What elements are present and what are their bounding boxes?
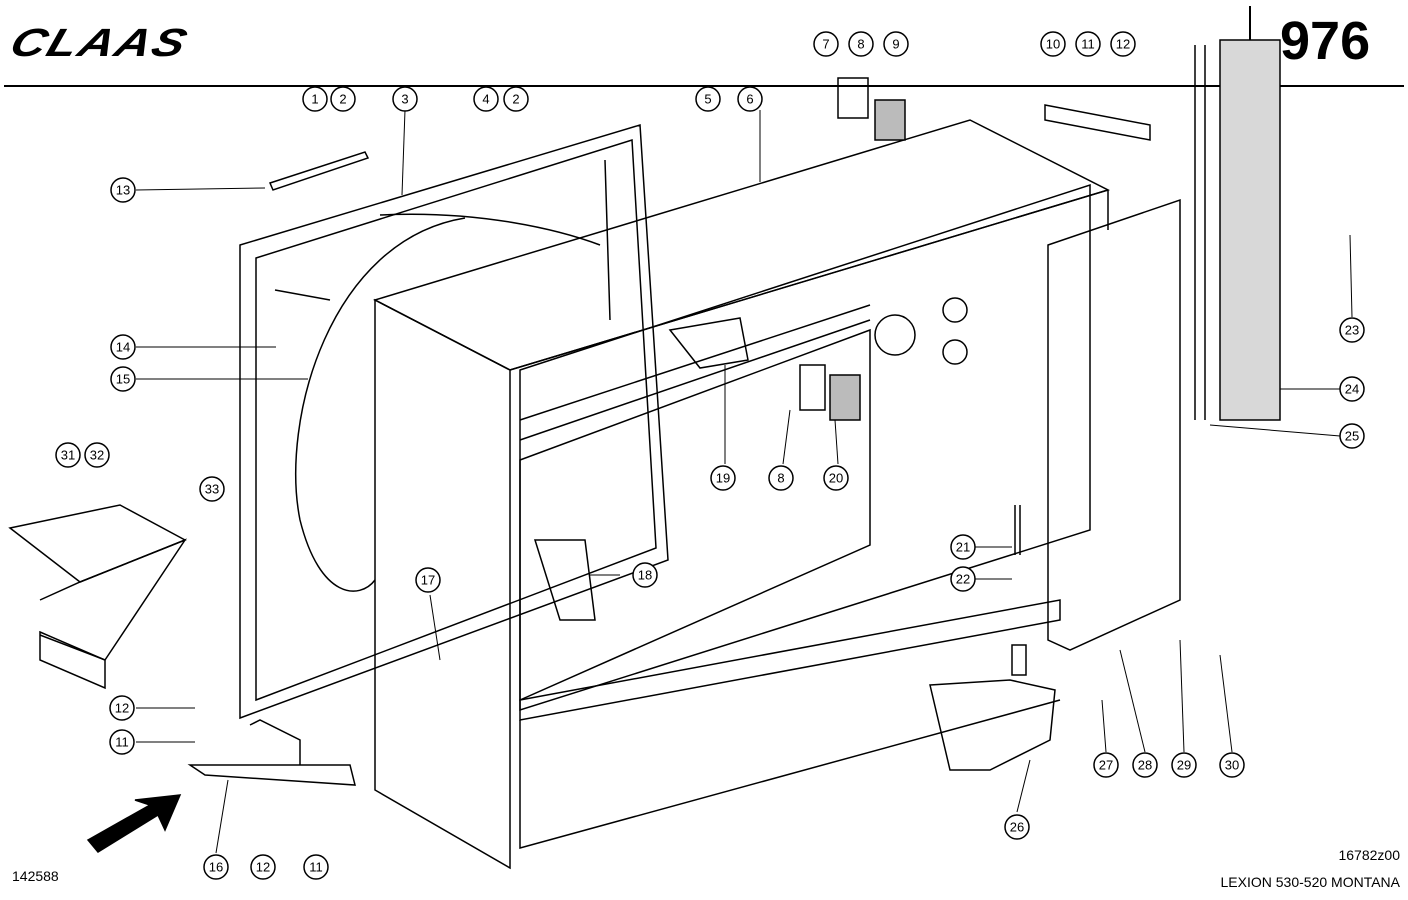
callout-14: 14	[110, 334, 136, 360]
callout-label: 25	[1345, 429, 1359, 444]
callout-10: 10	[1040, 31, 1066, 57]
callout-label: 30	[1225, 758, 1239, 773]
callout-label: 15	[116, 372, 130, 387]
callout-label: 27	[1099, 758, 1113, 773]
callout-label: 21	[956, 540, 970, 555]
callout-label: 20	[829, 471, 843, 486]
callout-label: 33	[205, 482, 219, 497]
callout-3: 3	[392, 86, 418, 112]
side-cover-panel	[1047, 198, 1181, 651]
callout-2: 2	[503, 86, 529, 112]
callout-28: 28	[1132, 752, 1158, 778]
callout-label: 18	[638, 568, 652, 583]
drawing-reference: 16782z00	[1338, 847, 1400, 863]
callout-label: 1	[311, 92, 318, 107]
callout-label: 8	[777, 471, 784, 486]
callout-label: 32	[90, 448, 104, 463]
bracket-26	[929, 644, 1056, 771]
callout-31: 31	[55, 442, 81, 468]
callout-label: 19	[716, 471, 730, 486]
callout-11: 11	[109, 729, 135, 755]
callout-12: 12	[250, 854, 276, 880]
callout-label: 7	[822, 37, 829, 52]
callout-24: 24	[1339, 376, 1365, 402]
callout-label: 23	[1345, 323, 1359, 338]
callout-label: 12	[115, 701, 129, 716]
callout-label: 4	[482, 92, 489, 107]
callout-5: 5	[695, 86, 721, 112]
callout-15: 15	[110, 366, 136, 392]
callout-11: 11	[303, 854, 329, 880]
callout-label: 22	[956, 572, 970, 587]
callout-label: 5	[704, 92, 711, 107]
hardware-parts	[268, 77, 1151, 621]
callout-label: 2	[512, 92, 519, 107]
callout-21: 21	[950, 534, 976, 560]
callout-label: 11	[1081, 37, 1095, 52]
footer-left-code: 142588	[12, 868, 59, 884]
callout-23: 23	[1339, 317, 1365, 343]
callout-label: 2	[339, 92, 346, 107]
callout-label: 13	[116, 183, 130, 198]
callout-label: 12	[256, 860, 270, 875]
model-name: LEXION 530-520 MONTANA	[1220, 874, 1400, 890]
callout-7: 7	[813, 31, 839, 57]
callout-18: 18	[632, 562, 658, 588]
callout-label: 3	[401, 92, 408, 107]
callout-4: 4	[473, 86, 499, 112]
callout-6: 6	[737, 86, 763, 112]
callout-30: 30	[1219, 752, 1245, 778]
callout-label: 10	[1046, 37, 1060, 52]
direction-arrow	[86, 794, 182, 853]
leader-lines	[135, 109, 1353, 854]
back-frame-shroud	[239, 124, 669, 720]
callout-17: 17	[415, 567, 441, 593]
callout-label: 16	[209, 860, 223, 875]
callout-label: 24	[1345, 382, 1359, 397]
screen-strip	[1194, 39, 1281, 421]
callout-12: 12	[1110, 31, 1136, 57]
callout-22: 22	[950, 566, 976, 592]
callout-label: 12	[1116, 37, 1130, 52]
callout-label: 11	[115, 735, 129, 750]
callout-label: 31	[61, 448, 75, 463]
callout-label: 28	[1138, 758, 1152, 773]
callout-label: 26	[1010, 820, 1024, 835]
callout-1: 1	[302, 86, 328, 112]
callout-9: 9	[883, 31, 909, 57]
callout-19: 19	[710, 465, 736, 491]
page-number: 976	[1280, 11, 1371, 71]
bracket-16	[187, 719, 356, 786]
callout-8: 8	[848, 31, 874, 57]
callout-13: 13	[110, 177, 136, 203]
callout-label: 14	[116, 340, 130, 355]
callout-label: 29	[1177, 758, 1191, 773]
bracket-32	[8, 504, 187, 690]
callout-20: 20	[823, 465, 849, 491]
callout-11: 11	[1075, 31, 1101, 57]
callout-27: 27	[1093, 752, 1119, 778]
callout-29: 29	[1171, 752, 1197, 778]
callout-25: 25	[1339, 423, 1365, 449]
callout-26: 26	[1004, 814, 1030, 840]
callout-16: 16	[203, 854, 229, 880]
callout-label: 6	[746, 92, 753, 107]
callout-32: 32	[84, 442, 110, 468]
callout-label: 8	[857, 37, 864, 52]
callout-12: 12	[109, 695, 135, 721]
callout-2: 2	[330, 86, 356, 112]
callout-33: 33	[199, 476, 225, 502]
callout-label: 9	[892, 37, 899, 52]
callout-label: 17	[421, 573, 435, 588]
callout-8: 8	[768, 465, 794, 491]
callout-label: 11	[309, 860, 323, 875]
